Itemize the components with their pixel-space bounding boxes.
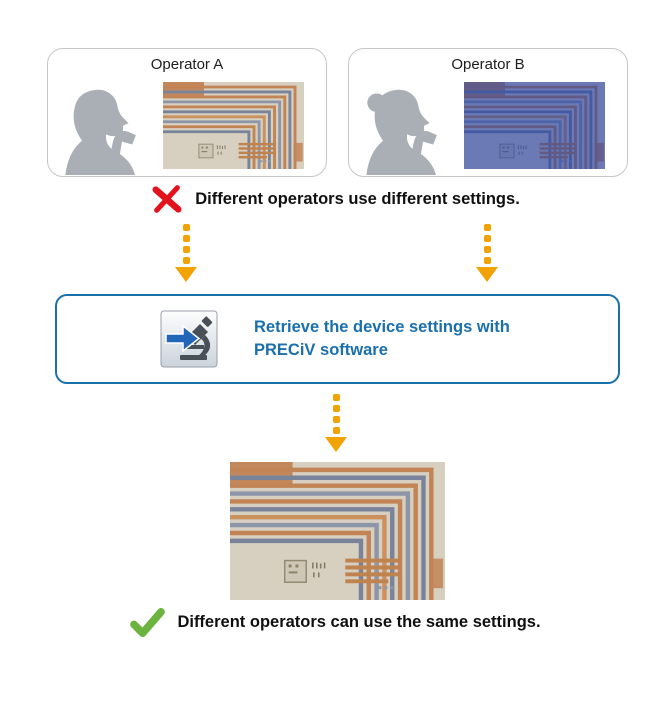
arrow-dot — [182, 235, 190, 242]
arrow-dot — [483, 257, 491, 264]
operator-b-label: Operator B — [451, 56, 525, 73]
warning-row: Different operators use different settin… — [0, 184, 671, 214]
arrow-dot — [332, 427, 340, 434]
software-text-line2: PRECiV software — [254, 341, 388, 359]
cross-icon — [152, 185, 182, 213]
arrow-dot — [483, 246, 491, 253]
operator-b-microscope-image — [464, 82, 605, 169]
operator-a-silhouette-icon — [65, 89, 136, 176]
operator-a-card: Operator A — [47, 48, 327, 177]
operator-a-label: Operator A — [150, 56, 224, 73]
arrow-dot — [483, 224, 491, 231]
operator-a-microscope-image — [163, 82, 304, 169]
arrow-dot — [182, 246, 190, 253]
operator-b-card: Operator B — [348, 48, 628, 177]
arrow-head — [325, 437, 347, 452]
success-row: Different operators can use the same set… — [0, 608, 671, 637]
arrow-dot — [182, 224, 190, 231]
software-text-line1: Retrieve the device settings with — [254, 317, 510, 336]
check-icon — [130, 608, 166, 637]
software-icon — [160, 310, 218, 368]
arrow-head — [175, 267, 197, 282]
dotted-arrow-icon — [325, 392, 347, 452]
software-box: Retrieve the device settings with PRECiV… — [55, 294, 620, 384]
dotted-arrow-icon — [476, 222, 498, 282]
arrow-head — [476, 267, 498, 282]
arrow-dot — [483, 235, 491, 242]
dotted-arrow-icon — [175, 222, 197, 282]
arrow-dot — [332, 416, 340, 423]
warning-text: Different operators use different settin… — [195, 189, 520, 208]
arrow-dot — [182, 257, 190, 264]
arrow-dot — [332, 405, 340, 412]
software-box-text: Retrieve the device settings with PRECiV… — [254, 316, 510, 362]
operator-b-silhouette-icon — [366, 89, 437, 176]
arrow-dot — [332, 394, 340, 401]
success-text: Different operators can use the same set… — [177, 613, 541, 631]
shared-settings-image — [230, 462, 445, 600]
